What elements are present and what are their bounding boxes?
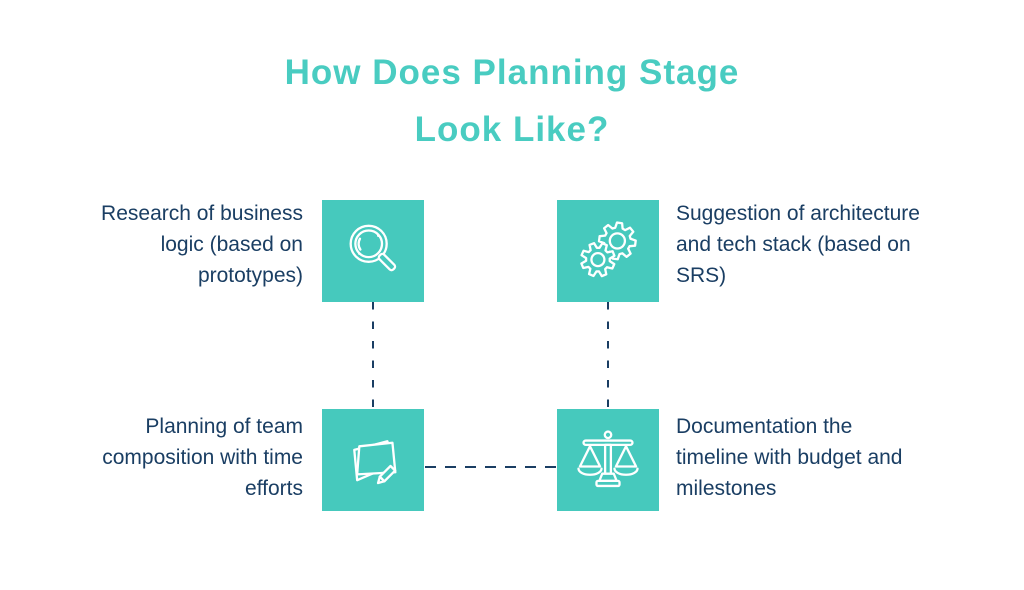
step-docs-text: Documentation the timeline with budget a… <box>676 411 976 504</box>
step-architecture-square <box>557 200 659 302</box>
step-docs-square <box>557 409 659 511</box>
step-text-line: efforts <box>245 477 303 500</box>
step-text-line: Documentation the <box>676 415 853 438</box>
step-text-line: logic (based on <box>160 233 303 256</box>
step-text-line: milestones <box>676 477 777 500</box>
scales-icon <box>577 430 639 488</box>
step-team-square <box>322 409 424 511</box>
page-title-line2: Look Like? <box>414 110 610 149</box>
gears-icon <box>580 221 637 278</box>
notes-icon <box>353 440 397 485</box>
step-architecture-text: Suggestion of architecture and tech stac… <box>676 198 976 291</box>
step-text-line: timeline with budget and <box>676 446 903 469</box>
step-text-line: Planning of team <box>145 415 303 438</box>
step-text-line: composition with time <box>102 446 303 469</box>
step-text-line: Suggestion of architecture <box>676 202 920 225</box>
step-research-text: Research of business logic (based on pro… <box>40 198 303 291</box>
page-title: How Does Planning Stage Look Like? <box>0 44 1024 158</box>
step-research-square <box>322 200 424 302</box>
step-text-line: SRS) <box>676 264 727 287</box>
step-team-text: Planning of team composition with time e… <box>40 411 303 504</box>
page-title-line1: How Does Planning Stage <box>284 53 740 92</box>
magnifier-icon <box>349 224 397 272</box>
step-text-line: and tech stack (based on <box>676 233 911 256</box>
step-text-line: prototypes) <box>197 264 303 287</box>
step-text-line: Research of business <box>101 202 303 225</box>
